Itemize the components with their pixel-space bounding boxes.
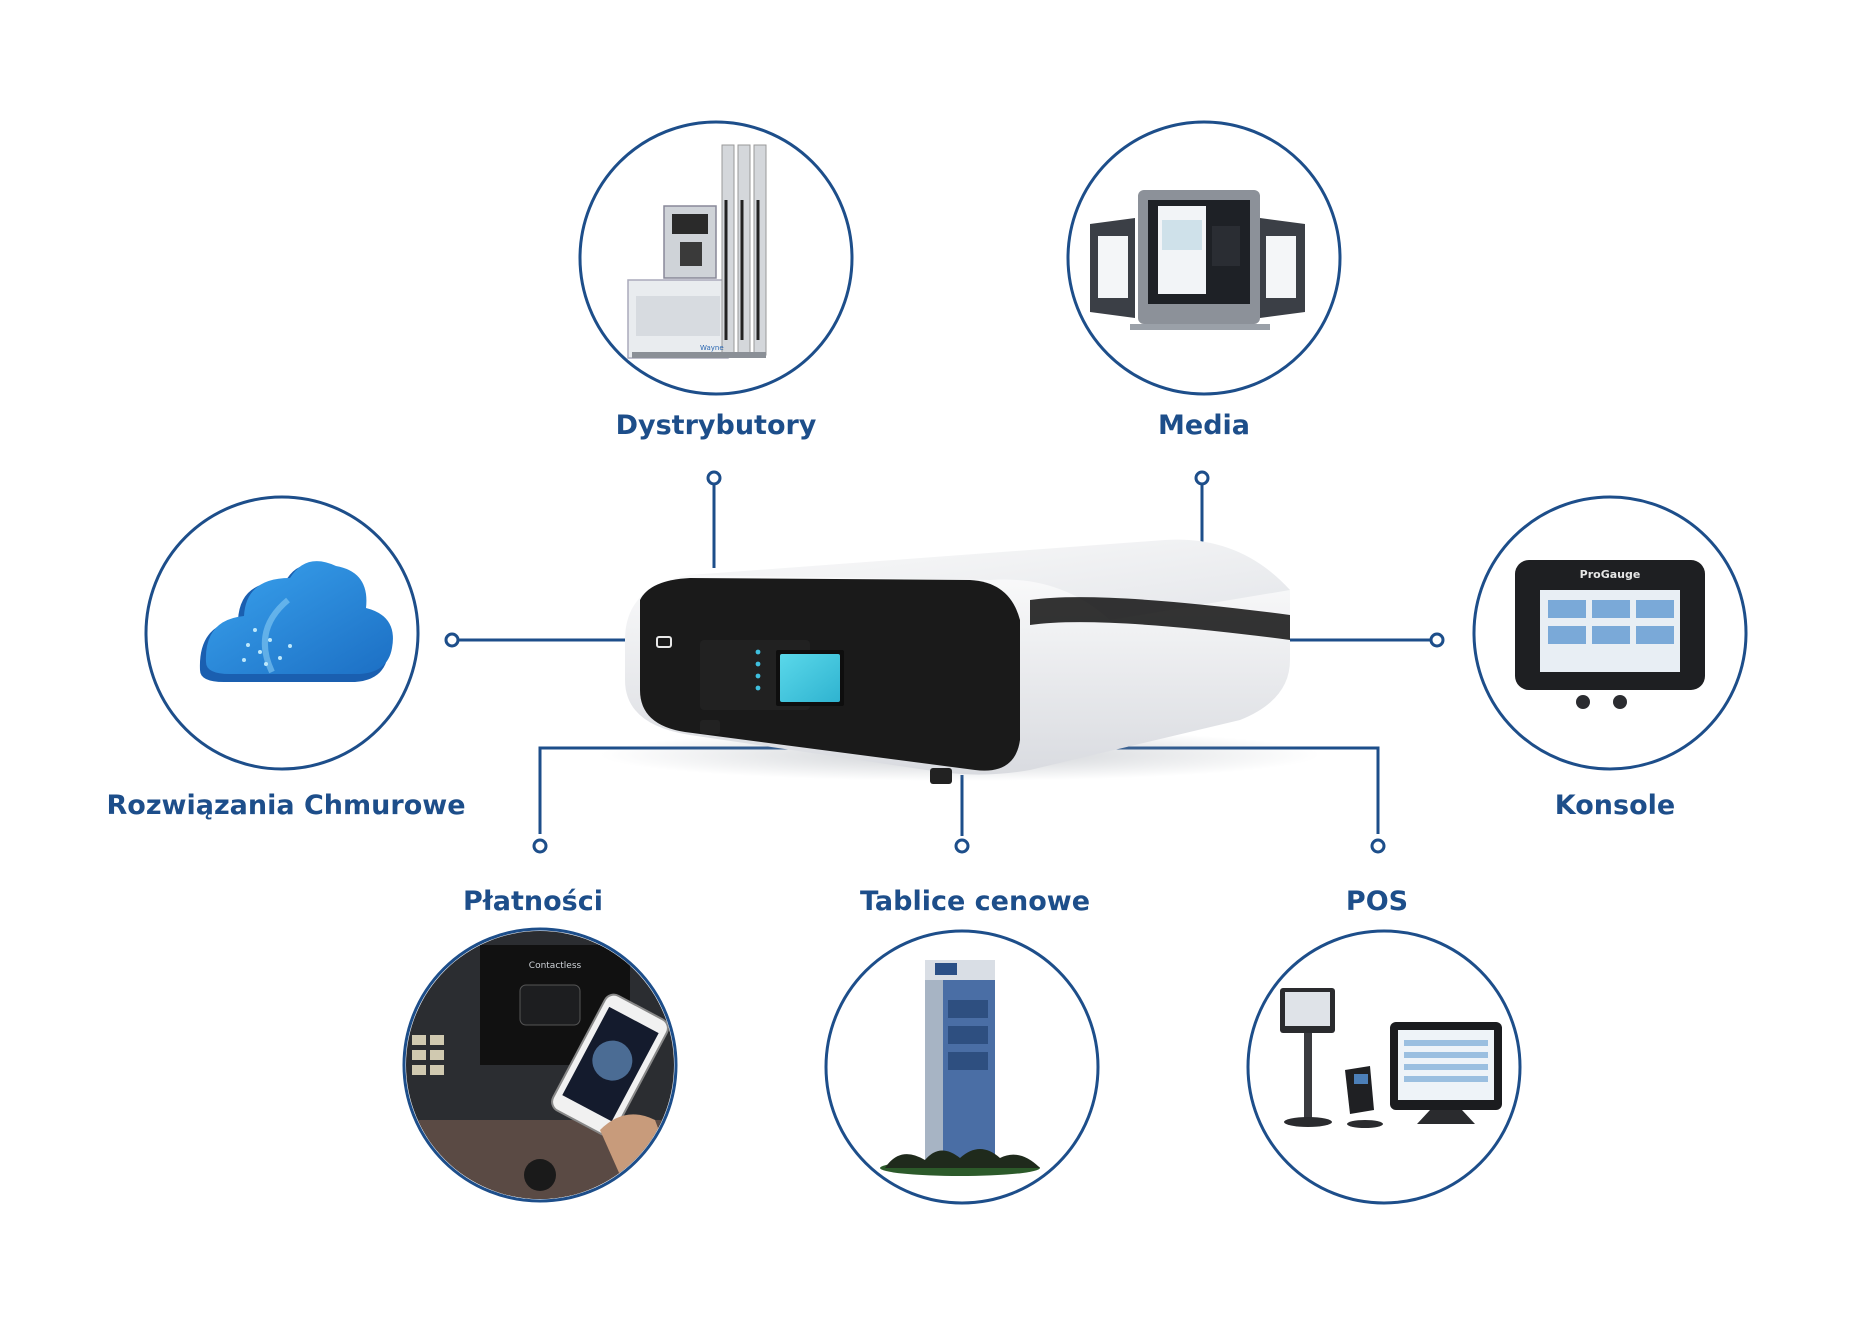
svg-text:Contactless: Contactless [529, 961, 582, 971]
endpoint-konsole [1429, 632, 1445, 648]
endpoint-pos [1370, 838, 1386, 854]
label-media: Media [1158, 410, 1250, 441]
svg-text:Wayne: Wayne [700, 344, 724, 352]
media-kiosk-icon [1090, 190, 1305, 330]
fuel-dispenser-icon: Wayne [627, 144, 767, 359]
label-pos: POS [1345, 886, 1409, 917]
console-device-icon: ProGauge [1515, 560, 1705, 709]
endpoint-chmurowe [444, 632, 460, 648]
endpoint-dystrybutory [706, 470, 722, 486]
endpoint-media [1194, 470, 1210, 486]
endpoint-platnosci [532, 838, 548, 854]
svg-text:ProGauge: ProGauge [1580, 568, 1641, 581]
pos-terminals-icon [1280, 988, 1502, 1128]
label-platnosci: Płatności [462, 886, 604, 917]
price-sign-icon [880, 960, 1040, 1176]
label-chmurowe: Rozwiązania Chmurowe [106, 790, 466, 821]
label-konsole: Konsole [1554, 790, 1676, 821]
connector-endpoints [444, 470, 1445, 854]
label-tablice: Tablice cenowe [859, 886, 1091, 917]
central-controller-device [600, 539, 1320, 784]
payment-terminal-icon: Contactless [406, 931, 674, 1199]
endpoint-tablice [954, 838, 970, 854]
label-dystrybutory: Dystrybutory [615, 410, 817, 441]
cloud-icon [199, 561, 393, 682]
